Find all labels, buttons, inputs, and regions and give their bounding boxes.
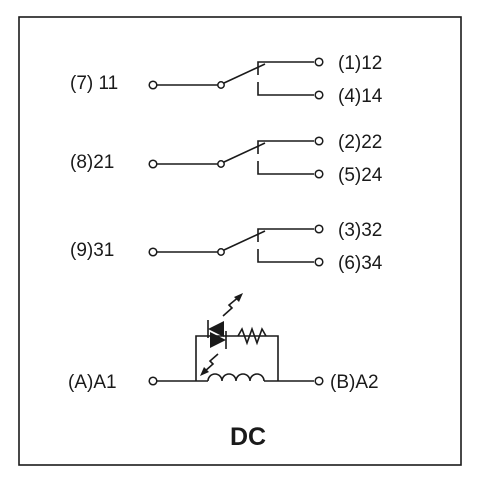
- no-terminal-1: [314, 90, 324, 100]
- switch-blade-3: [223, 230, 266, 251]
- common-terminal-label-3: (9)31: [70, 240, 114, 261]
- common-terminal-label-1: (7) 11: [70, 73, 118, 94]
- nc-terminal-label-2: (2)22: [338, 132, 382, 153]
- light-emission-arrow-1: [222, 293, 243, 317]
- common-terminal-label-2: (8)21: [70, 152, 114, 173]
- coil-terminal-a2: [314, 376, 324, 386]
- switch-blade-1: [223, 63, 266, 84]
- coil-terminal-label-a2: (B)A2: [330, 372, 379, 393]
- switch-blade-2: [223, 142, 266, 163]
- diagram-frame: [18, 16, 462, 466]
- coil-circuit: (A)A1 (B)A2: [68, 293, 379, 393]
- coil-terminal-label-a1: (A)A1: [68, 372, 117, 393]
- no-contact-wire-2: [257, 161, 314, 175]
- contact-set-1: (7) 11 (1)12 (4)14: [70, 53, 383, 107]
- indicator-branch-wire: [195, 335, 279, 381]
- pivot-point-3: [217, 248, 225, 256]
- common-terminal-3: [148, 247, 158, 257]
- contact-set-3: (9)31 (3)32 (6)34: [70, 220, 383, 274]
- series-resistor: [237, 326, 267, 346]
- led-diode-1: [207, 320, 224, 338]
- nc-terminal-2: [314, 136, 324, 146]
- common-terminal-2: [148, 159, 158, 169]
- nc-terminal-3: [314, 224, 324, 234]
- supply-type-label: DC: [230, 423, 266, 451]
- no-contact-wire-3: [257, 249, 314, 263]
- coil-terminal-a1: [148, 376, 158, 386]
- nc-terminal-label-1: (1)12: [338, 53, 382, 74]
- coil-winding: [207, 373, 265, 382]
- pivot-point-2: [217, 160, 225, 168]
- no-terminal-label-1: (4)14: [338, 86, 383, 107]
- light-emission-arrow-2: [200, 353, 219, 376]
- no-terminal-label-2: (5)24: [338, 165, 383, 186]
- nc-contact-wire-3: [257, 228, 314, 242]
- no-contact-wire-1: [257, 82, 314, 96]
- contact-set-2: (8)21 (2)22 (5)24: [70, 132, 383, 186]
- led-diode-2: [210, 331, 227, 349]
- nc-terminal-label-3: (3)32: [338, 220, 382, 241]
- no-terminal-label-3: (6)34: [338, 253, 383, 274]
- pivot-point-1: [217, 81, 225, 89]
- nc-terminal-1: [314, 57, 324, 67]
- no-terminal-2: [314, 169, 324, 179]
- common-terminal-1: [148, 80, 158, 90]
- no-terminal-3: [314, 257, 324, 267]
- nc-contact-wire-2: [257, 140, 314, 154]
- nc-contact-wire-1: [257, 61, 314, 75]
